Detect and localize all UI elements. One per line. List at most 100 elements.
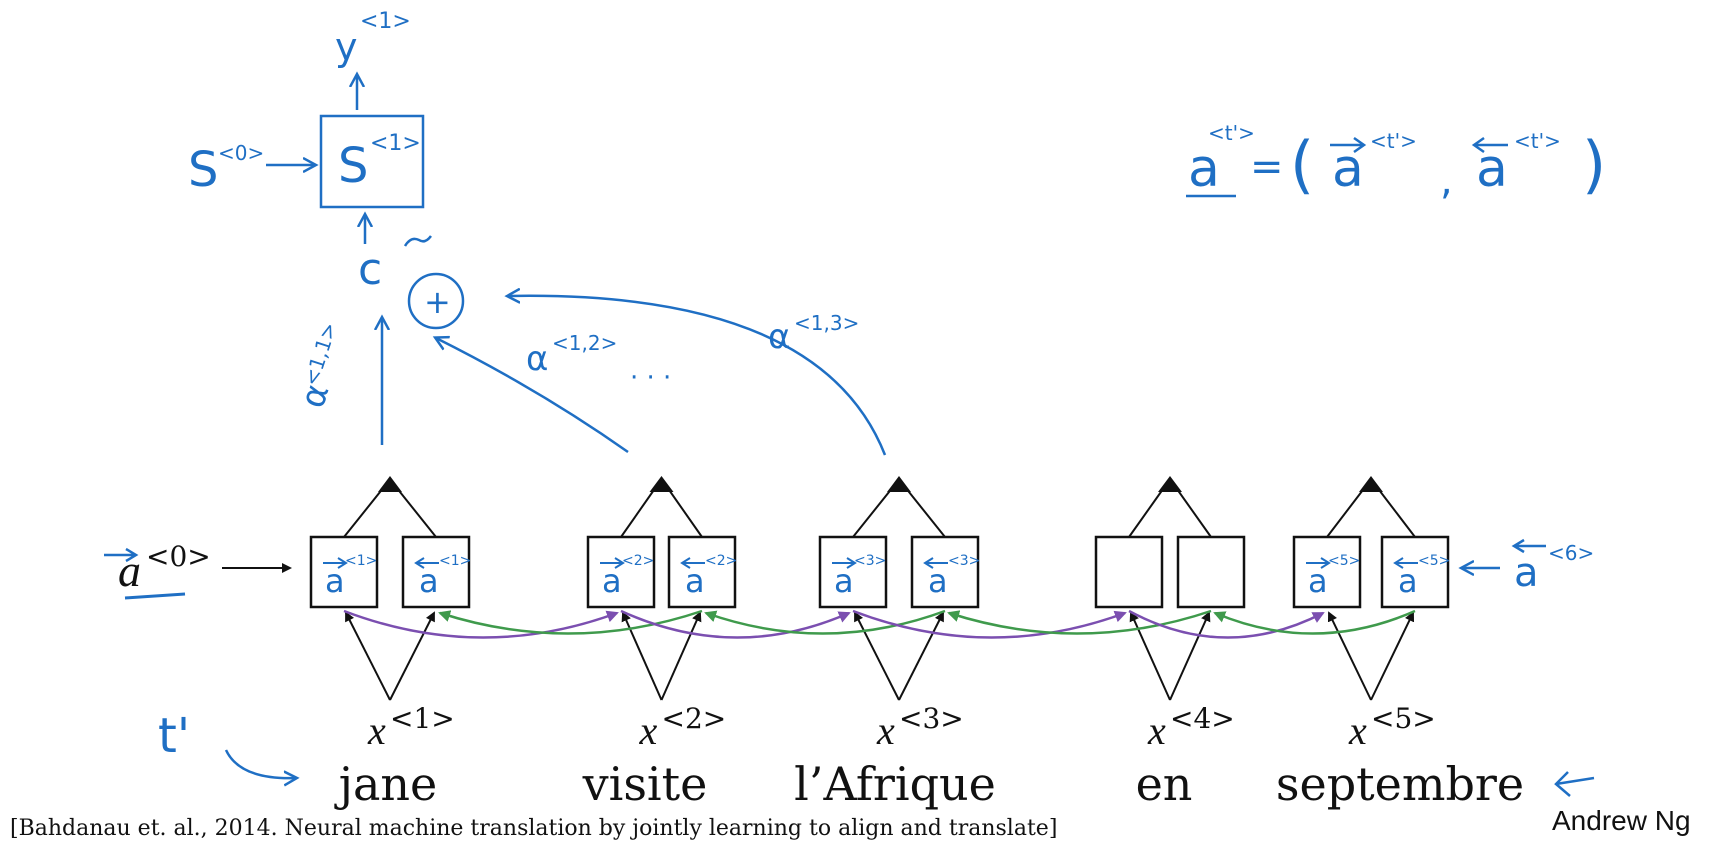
forward-activation-label-3: a xyxy=(834,562,854,600)
a6-sup: <6> xyxy=(1548,541,1594,565)
forward-activation-sup-2: <2> xyxy=(622,553,654,569)
input-word-2: visite xyxy=(582,757,708,811)
output-arrowhead-icon xyxy=(378,476,402,492)
forward-activation-sup-1: <1> xyxy=(345,553,377,569)
backward-activation-sup-1: <1> xyxy=(439,553,471,569)
formula-lhs-base: a xyxy=(1188,139,1220,199)
input-x-base-1: x xyxy=(367,708,386,753)
input-x-base-4: x xyxy=(1147,708,1166,753)
timestep-5: a<5>a<5>x<5>septembre xyxy=(1276,476,1524,811)
backward-cell-4 xyxy=(1176,535,1246,609)
formula-bwd-base: a xyxy=(1476,139,1508,199)
backward-activation-sup-5: <5> xyxy=(1418,553,1450,569)
input-line-forward xyxy=(1129,611,1171,701)
backward-activation-sup-2: <2> xyxy=(705,553,737,569)
output-arrowhead-icon xyxy=(649,476,674,492)
input-x-sup-3: <3> xyxy=(899,702,964,735)
input-line-backward xyxy=(1169,611,1211,701)
input-line-forward xyxy=(345,611,391,701)
forward-arrow-icon xyxy=(1306,557,1331,569)
a6-backward-arrow-icon xyxy=(1511,538,1546,554)
output-arrowhead-icon xyxy=(887,476,911,492)
alpha-1-3-sup: <1,3> xyxy=(794,311,859,335)
author-credit: Andrew Ng xyxy=(1552,805,1691,836)
timestep-4: x<4> en xyxy=(1094,476,1246,811)
sentence-end-arrow-icon xyxy=(1554,771,1595,797)
timestep-3: a<3>a<3>x<3>l’Afrique xyxy=(794,476,996,811)
input-x-sup-4: <4> xyxy=(1170,702,1235,735)
input-line-forward xyxy=(854,611,900,701)
a0-underline xyxy=(124,592,186,600)
backward-activation-label-3: a xyxy=(928,562,948,600)
sum-symbol: + xyxy=(424,283,451,321)
backward-arrow-icon xyxy=(414,557,439,569)
input-word-4: en xyxy=(1136,757,1193,811)
forward-cell-5 xyxy=(1292,535,1362,609)
a0-forward-arrow-icon xyxy=(104,547,139,563)
backward-arrow-icon xyxy=(680,557,705,569)
backward-recurrent-arrow-1 xyxy=(438,609,703,635)
output-arrowhead-icon xyxy=(1158,476,1182,492)
input-x-base-3: x xyxy=(876,708,895,753)
citation: [Bahdanau et. al., 2014. Neural machine … xyxy=(10,816,1057,841)
forward-arrow-icon xyxy=(323,557,348,569)
input-x-base-2: x xyxy=(639,708,658,753)
input-line-forward xyxy=(1327,611,1372,701)
forward-recurrent-arrow-2 xyxy=(620,609,851,639)
forward-cell-3 xyxy=(818,535,888,609)
output-arrowhead-icon xyxy=(1359,476,1383,492)
formula-comma: , xyxy=(1440,158,1453,204)
alpha-1-1-label: α <1,1> xyxy=(293,319,342,413)
backward-arrow-icon xyxy=(923,557,948,569)
formula-open-paren: ( xyxy=(1290,128,1314,201)
t-prime-label: t' xyxy=(158,708,190,764)
input-line-forward xyxy=(621,611,663,701)
forward-activation-sup-5: <5> xyxy=(1328,553,1360,569)
forward-arrow-icon xyxy=(600,557,625,569)
a0-base: a xyxy=(118,545,141,596)
state-box-base: S xyxy=(338,138,368,194)
initial-backward-activation: a <6> xyxy=(1462,538,1594,596)
recurrent-connections xyxy=(343,609,1416,639)
ellipsis-dots: · · · xyxy=(630,363,671,393)
attention-arrow-3 xyxy=(508,296,887,456)
scribble-mark xyxy=(403,235,432,247)
backward-arrow-icon xyxy=(1393,557,1418,569)
backward-activation-label-2: a xyxy=(685,562,705,600)
formula-forward-arrow-icon xyxy=(1330,136,1367,154)
t-prime-arrow xyxy=(224,749,296,778)
decoder-state-box xyxy=(319,114,425,209)
forward-cell-2 xyxy=(586,535,656,609)
forward-recurrent-arrow-4 xyxy=(1128,609,1325,639)
forward-recurrent-arrow-1 xyxy=(343,609,619,639)
a6-base: a xyxy=(1514,550,1539,596)
backward-recurrent-arrow-4 xyxy=(1213,609,1416,635)
input-word-5: septembre xyxy=(1276,757,1524,811)
a0-sup: <0> xyxy=(146,540,211,573)
forward-recurrent-arrow-3 xyxy=(852,609,1127,639)
input-line-backward xyxy=(389,611,435,701)
formula-lhs-sup: <t'> xyxy=(1208,121,1255,145)
initial-forward-activation: a <0> xyxy=(104,540,211,600)
y-base: y xyxy=(335,25,358,69)
input-line-backward xyxy=(660,611,702,701)
backward-cell-5 xyxy=(1380,535,1450,609)
backward-activation-label-1: a xyxy=(419,562,439,600)
forward-cell-4 xyxy=(1094,535,1164,609)
t-prime-annotation: t' xyxy=(158,708,296,778)
backward-recurrent-arrow-2 xyxy=(704,609,946,635)
input-x-base-5: x xyxy=(1348,708,1367,753)
timestep-2: a<2>a<2>x<2>visite xyxy=(582,476,737,811)
alpha-1-3-base: α xyxy=(768,317,790,357)
attention-arrow-2 xyxy=(436,338,629,454)
timestep-1: a<1>a<1>x<1>jane xyxy=(309,476,471,811)
formula-backward-arrow-icon xyxy=(1471,136,1508,154)
input-line-backward xyxy=(1370,611,1415,701)
alpha-1-2-base: α xyxy=(526,339,548,379)
y-superscript: <1> xyxy=(360,9,411,34)
backward-recurrent-arrow-3 xyxy=(947,609,1212,635)
formula-close-paren: ) xyxy=(1582,128,1606,201)
backward-cell-2 xyxy=(667,535,737,609)
decoder-output-label: y <1> xyxy=(335,9,411,69)
